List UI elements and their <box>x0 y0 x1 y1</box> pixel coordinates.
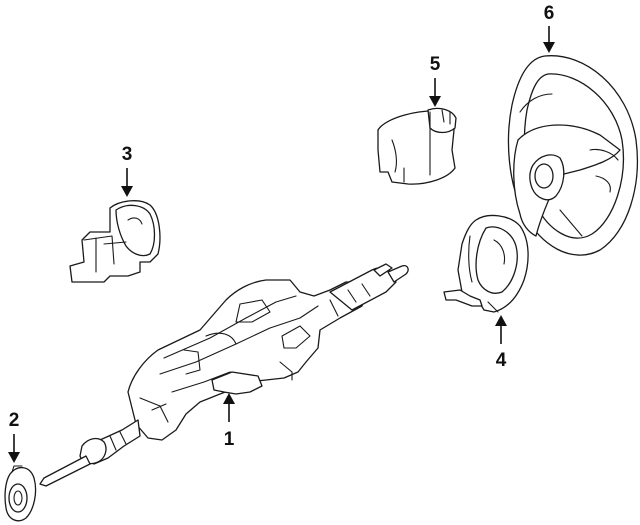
leader-line-2 <box>8 434 20 463</box>
callout-6: 6 <box>544 3 555 24</box>
leader-line-5 <box>429 78 441 107</box>
end-cap-icon <box>4 465 37 522</box>
leader-line-6 <box>543 26 555 53</box>
leader-line-1 <box>223 393 235 422</box>
cylinder-housing-icon <box>377 107 457 185</box>
steering-column-icon <box>39 263 409 487</box>
leader-line-4 <box>495 315 507 344</box>
callout-5: 5 <box>430 54 441 75</box>
leader-line-3 <box>121 168 133 197</box>
bracket-clip-icon <box>69 200 161 283</box>
clockspring-icon <box>443 214 529 313</box>
callout-1: 1 <box>224 429 235 450</box>
steering-wheel-icon <box>507 55 639 256</box>
callout-4: 4 <box>496 350 507 371</box>
callout-2: 2 <box>9 410 20 431</box>
callout-3: 3 <box>122 144 133 165</box>
